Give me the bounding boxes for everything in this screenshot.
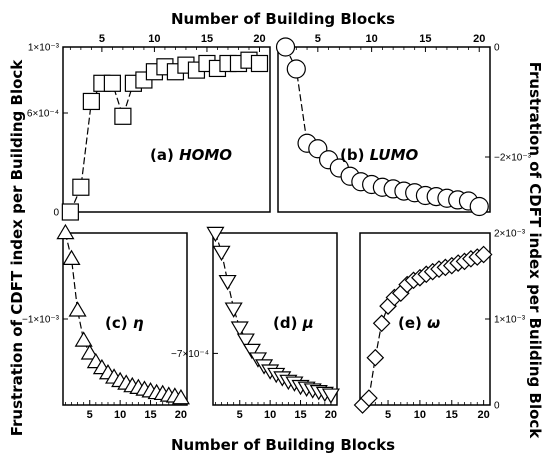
x-tick-label: 5: [99, 33, 105, 45]
panel-label-symbol: η: [133, 314, 144, 332]
y-tick-label: 2×10⁻³: [494, 229, 526, 240]
data-point: [321, 388, 340, 404]
data-point: [236, 333, 255, 349]
y-tick-label: −2×10⁻³: [494, 153, 532, 164]
data-point: [218, 274, 237, 291]
data-point: [62, 249, 81, 265]
x-tick-label: 5: [315, 33, 321, 45]
x-tick-label: 10: [148, 33, 160, 45]
data-point: [212, 245, 231, 262]
data-point: [68, 301, 87, 317]
data-point: [474, 245, 493, 264]
data-point: [206, 226, 225, 243]
panel-label: (b) LUMO: [340, 146, 419, 164]
data-point: [82, 92, 100, 111]
data-point: [103, 74, 121, 92]
panel-c: 5 10 15 20 −1×10⁻³ (c) η: [22, 223, 190, 421]
y-tick-label: −7×10⁻⁴: [171, 349, 209, 360]
panel-label-prefix: (c): [105, 314, 133, 332]
data-point: [56, 223, 75, 240]
panel-label: (a) HOMO: [150, 146, 232, 164]
data-point: [230, 321, 249, 337]
x-tick-label: 20: [253, 33, 265, 45]
panel-b: 5 10 15 20 0 −2×10⁻³ (b) LUMO: [275, 33, 532, 217]
panel-label-symbol: μ: [302, 314, 314, 332]
data-point: [242, 343, 261, 360]
panels: 5 10 15 20 0 6×10⁻⁴ 1×10⁻³ (a) HOMO 5 10 15 20 0 −2×1…: [22, 33, 532, 421]
data-point: [114, 107, 132, 125]
data-point: [275, 37, 296, 57]
panel-label: (e) ω: [398, 314, 440, 332]
x-tick-label: 15: [294, 409, 306, 421]
x-tick-label: 20: [473, 33, 485, 45]
x-tick-label: 20: [175, 409, 187, 421]
panel-label: (c) η: [105, 314, 144, 332]
x-tick-label: 15: [201, 33, 213, 45]
panel-label-prefix: (b): [340, 146, 370, 164]
panel-label-prefix: (a): [150, 146, 179, 164]
y-tick-label: 1×10⁻³: [28, 43, 60, 54]
x-tick-label: 10: [365, 33, 377, 45]
panel-label-symbol: ω: [427, 314, 440, 332]
x-tick-label: 15: [144, 409, 156, 421]
x-tick-label: 20: [325, 409, 337, 421]
data-point: [366, 348, 385, 367]
y-tick-label: 6×10⁻⁴: [27, 109, 59, 120]
y-tick-label: −1×10⁻³: [22, 315, 60, 326]
y-tick-label: 0: [494, 401, 500, 412]
right-axis-title: Frustration of CDFT index per Building B…: [526, 62, 544, 440]
panel-label: (d) μ: [273, 314, 314, 332]
x-tick-label: 10: [114, 409, 126, 421]
data-point: [224, 302, 243, 318]
x-tick-label: 5: [87, 409, 93, 421]
data-point: [80, 344, 99, 360]
x-tick-label: 10: [264, 409, 276, 421]
x-tick-label: 15: [419, 33, 431, 45]
top-axis-title: Number of Building Blocks: [171, 10, 395, 28]
y-tick-label: 1×10⁻³: [494, 315, 526, 326]
data-point: [250, 54, 269, 73]
x-tick-label: 5: [237, 409, 243, 421]
x-tick-label: 20: [478, 409, 490, 421]
bottom-axis-title: Number of Building Blocks: [171, 436, 395, 454]
panel-label-symbol: LUMO: [370, 146, 419, 164]
panel-a: 5 10 15 20 0 6×10⁻⁴ 1×10⁻³ (a) HOMO: [27, 33, 271, 221]
y-tick-label: 0: [494, 43, 500, 54]
data-point: [74, 331, 93, 347]
y-tick-label: 0: [53, 208, 59, 219]
panel-e: 5 10 15 20 0 1×10⁻³ 2×10⁻³ (e) ω: [353, 229, 526, 421]
data-point: [61, 203, 79, 221]
panel-label-prefix: (d): [273, 314, 303, 332]
data-point: [469, 196, 489, 217]
data-point: [72, 178, 90, 196]
data-point: [360, 389, 378, 407]
x-tick-label: 15: [446, 409, 458, 421]
panel-label-symbol: HOMO: [179, 146, 232, 164]
data-point: [286, 59, 306, 79]
data-point: [372, 314, 391, 333]
x-tick-label: 10: [414, 409, 426, 421]
data-point: [171, 388, 190, 405]
panel-label-prefix: (e): [398, 314, 427, 332]
left-axis-title: Frustration of CDFT index per Building B…: [8, 59, 26, 437]
panel-d: 5 10 15 20 −7×10⁻⁴ (d) μ: [171, 226, 340, 421]
x-tick-label: 5: [385, 409, 391, 421]
